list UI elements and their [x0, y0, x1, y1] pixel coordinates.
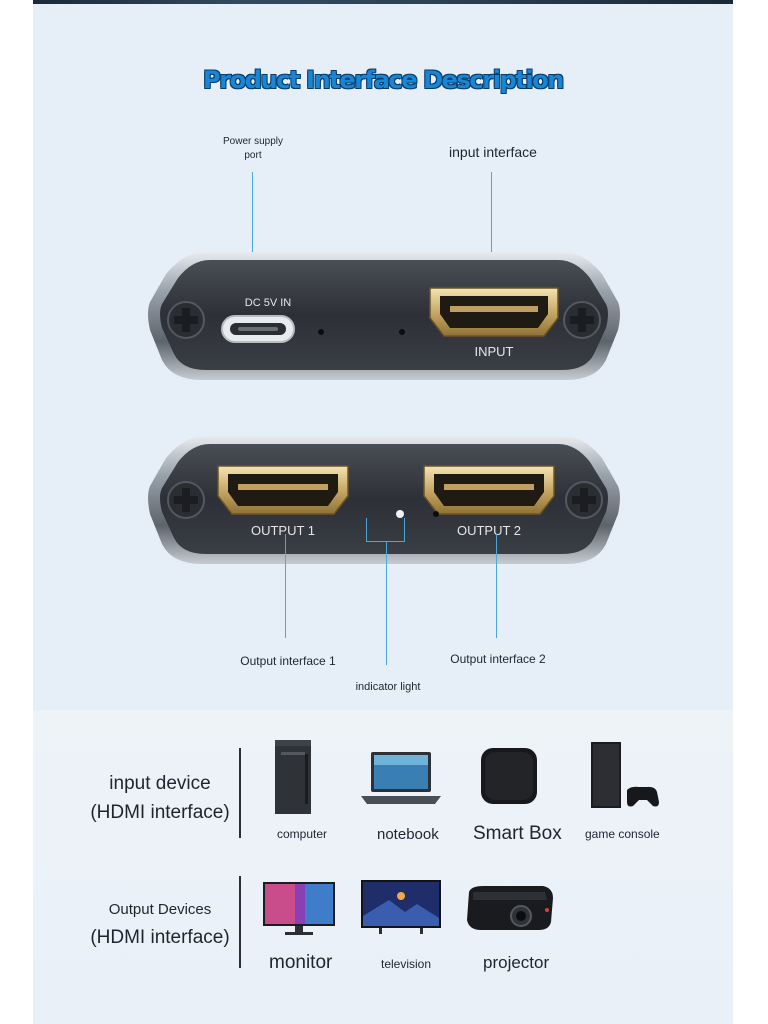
page-title: Product Interface Description: [203, 66, 564, 94]
devices-section: input device (HDMI interface) computer n…: [33, 710, 733, 1024]
splitter-output-side: OUTPUT 1 OUTPUT 2: [148, 436, 620, 564]
output-1-port-label: OUTPUT 1: [251, 523, 315, 538]
output-2-port-label: OUTPUT 2: [457, 523, 521, 538]
television-label: television: [381, 957, 432, 971]
input-device-heading: input device (HDMI interface): [75, 770, 245, 828]
input-device-divider: [239, 748, 241, 838]
smart-box-label: Smart Box: [473, 823, 562, 844]
input-interface-callout-line: [491, 172, 492, 294]
screw-left-icon: [167, 481, 205, 519]
output-interface-2-label: Output interface 2: [450, 652, 546, 666]
hdmi-input-port-icon: [429, 287, 559, 337]
screw-right-icon: [563, 301, 601, 339]
indicator-callout-line: [386, 541, 387, 665]
indicator-led-icon: [433, 511, 439, 517]
input-device-heading-line1: input device: [109, 773, 211, 794]
screw-right-icon: [565, 481, 603, 519]
splitter-input-side: DC 5V IN INPUT: [148, 252, 620, 380]
television-icon: [361, 880, 441, 934]
power-supply-port-label: Power supply port: [223, 135, 283, 163]
smart-box-icon: [481, 748, 537, 804]
power-supply-port-line2: port: [244, 150, 262, 161]
indicator-right-callout-line: [404, 518, 405, 542]
output-interface-1-label: Output interface 1: [240, 654, 336, 668]
monitor-icon: [263, 882, 335, 935]
input-device-heading-line2: (HDMI interface): [90, 802, 230, 823]
screw-left-icon: [167, 301, 205, 339]
hdmi-output-2-port-icon: [423, 465, 555, 515]
indicator-led-icon: [396, 510, 404, 518]
game-console-label: game console: [585, 827, 660, 841]
hdmi-output-1-port-icon: [217, 465, 349, 515]
laptop-icon: [361, 752, 441, 804]
projector-icon: [467, 886, 553, 930]
indicator-left-callout-line: [366, 518, 367, 542]
computer-label: computer: [277, 827, 328, 841]
power-supply-port-line1: Power supply: [223, 136, 284, 147]
game-console-icon: [591, 742, 659, 808]
content-panel: Product Interface Description Power supp…: [33, 4, 733, 1024]
projector-label: projector: [483, 953, 550, 972]
top-strip: [33, 0, 733, 4]
notebook-label: notebook: [377, 826, 439, 843]
monitor-label: monitor: [269, 952, 333, 973]
usb-c-port-icon: [221, 315, 295, 343]
input-port-label: INPUT: [475, 344, 514, 359]
input-interface-label: input interface: [449, 144, 537, 160]
indicator-bridge-line: [366, 541, 405, 542]
dc-5v-in-label: DC 5V IN: [245, 297, 292, 309]
output-devices-heading-line2: (HDMI interface): [90, 927, 230, 948]
output-devices-divider: [239, 876, 241, 968]
output-devices-heading-line1: Output Devices: [108, 901, 212, 918]
indicator-light-label: indicator light: [355, 681, 421, 693]
output-2-callout-line: [496, 534, 497, 638]
power-supply-callout-line: [252, 172, 253, 300]
output-devices-heading: Output Devices (HDMI interface): [75, 896, 245, 953]
output-1-callout-line: [285, 534, 286, 638]
computer-tower-icon: [275, 740, 311, 814]
